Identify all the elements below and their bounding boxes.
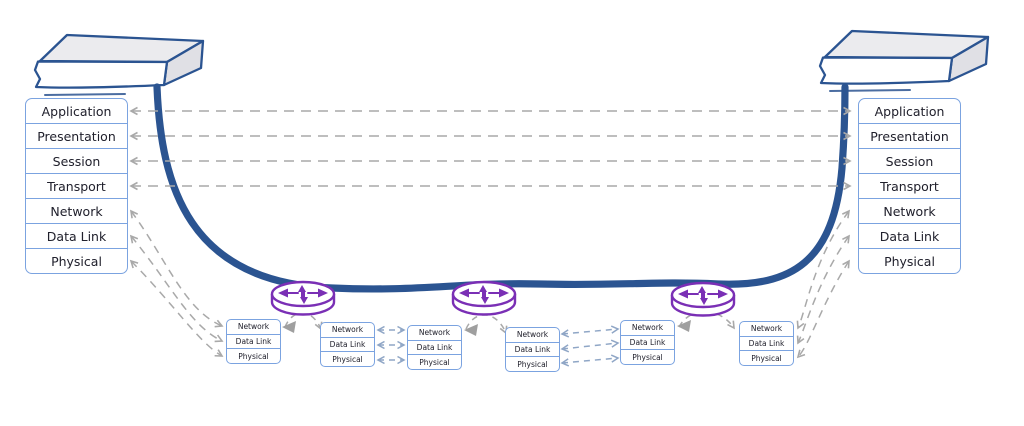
layer-network: Network: [321, 323, 374, 338]
layer-datalink: Data Link: [621, 336, 674, 351]
network-link-curve: [796, 209, 851, 330]
relay-stack-4: Network Data Link Physical: [505, 327, 560, 372]
osi-stack-left: Application Presentation Session Transpo…: [25, 98, 128, 274]
hop-link-line: [560, 354, 620, 367]
layer-transport: Transport: [859, 174, 960, 199]
layer-physical: Physical: [517, 359, 548, 369]
relay-to-relay-links: [376, 325, 620, 367]
layer-physical: Physical: [238, 351, 269, 361]
layer-application: Application: [859, 99, 960, 124]
layer-application: Application: [26, 99, 127, 124]
layer-physical: Physical: [332, 354, 363, 364]
relay-stack-2: Network Data Link Physical: [320, 322, 375, 367]
layer-datalink: Data Link: [740, 337, 793, 352]
layer-network: Network: [859, 199, 960, 224]
layer-datalink: Data Link: [859, 224, 960, 249]
physical-link-curve: [129, 259, 224, 357]
layer-network: Network: [408, 326, 461, 341]
physical-link-curve: [796, 259, 850, 359]
hop-link-line: [560, 325, 620, 338]
datalink-link-curve: [796, 234, 850, 345]
datalink-link-curve: [129, 234, 224, 343]
relay-stack-5: Network Data Link Physical: [620, 320, 675, 365]
relay-stack-6: Network Data Link Physical: [739, 321, 794, 366]
layer-datalink: Data Link: [408, 341, 461, 356]
layer-network: Network: [621, 321, 674, 336]
network-arrowhead: [677, 320, 691, 332]
layer-network: Network: [26, 199, 127, 224]
layer-physical: Physical: [751, 353, 782, 363]
physical-wire: [153, 83, 849, 293]
hop-link-line: [560, 339, 620, 353]
layer-network: Network: [506, 328, 559, 343]
layer-physical: Physical: [632, 352, 663, 362]
network-arrowhead: [282, 321, 296, 333]
end-to-end-layer-links: [129, 106, 852, 191]
relay-stack-3: Network Data Link Physical: [407, 325, 462, 370]
right-computer-icon: [818, 29, 990, 93]
left-computer-icon: [33, 33, 205, 97]
layer-datalink: Data Link: [321, 338, 374, 353]
left-host-relay-links: [129, 209, 224, 357]
layer-session: Session: [859, 149, 960, 174]
layer-network: Network: [740, 322, 793, 337]
layer-network: Network: [227, 320, 280, 335]
layer-datalink: Data Link: [506, 343, 559, 358]
osi-stack-right: Application Presentation Session Transpo…: [858, 98, 961, 274]
network-arrowhead: [464, 324, 478, 336]
network-link-curve: [129, 209, 224, 328]
layer-physical: Physical: [51, 253, 102, 269]
layer-physical: Physical: [419, 357, 450, 367]
router-icon: [270, 280, 336, 316]
layer-physical: Physical: [884, 253, 935, 269]
router-icon: [451, 280, 517, 316]
right-host-relay-links: [796, 209, 851, 359]
layer-transport: Transport: [26, 174, 127, 199]
layer-presentation: Presentation: [859, 124, 960, 149]
layer-session: Session: [26, 149, 127, 174]
layer-datalink: Data Link: [227, 335, 280, 350]
relay-stack-1: Network Data Link Physical: [226, 319, 281, 364]
router-loop: [678, 311, 735, 330]
layer-presentation: Presentation: [26, 124, 127, 149]
layer-datalink: Data Link: [26, 224, 127, 249]
router-icon: [670, 281, 736, 317]
